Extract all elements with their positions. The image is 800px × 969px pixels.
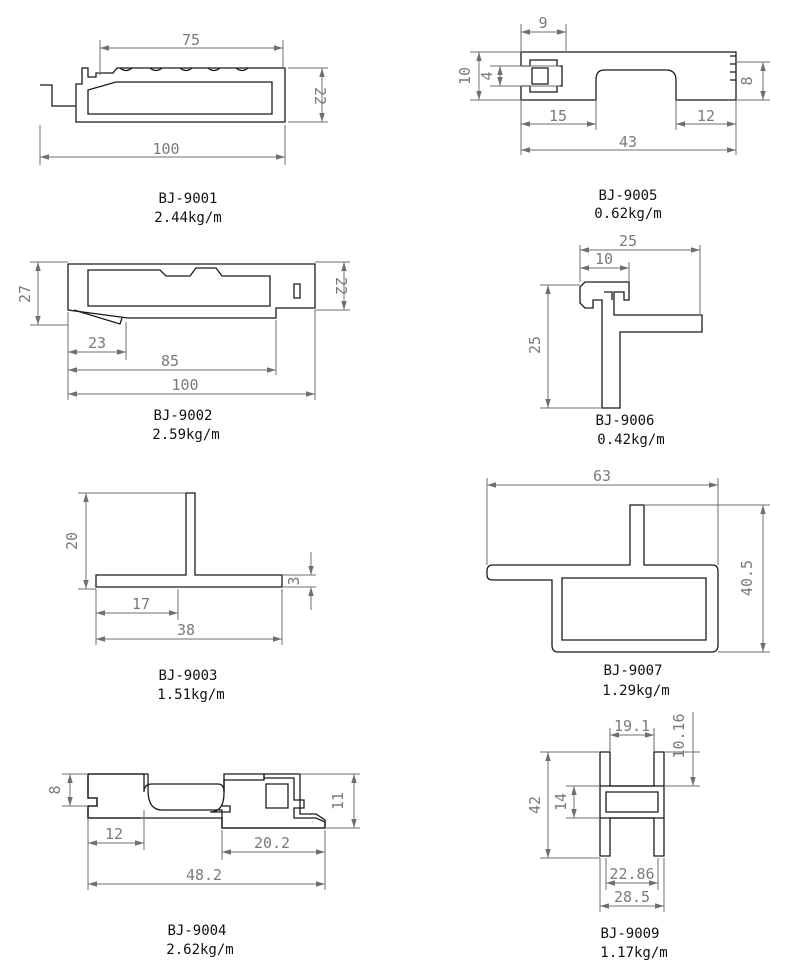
profile-code: BJ-9002 [153, 408, 212, 424]
dimension-label: 100 [152, 140, 179, 158]
profile-weight: 0.42kg/m [597, 432, 664, 448]
dimension-label: 22.86 [609, 865, 654, 883]
profile-bj-9001: 75 22 100 BJ-9001 2.44kg/m [39, 31, 329, 226]
dimension-label: 38 [177, 621, 195, 639]
profile-notches [730, 55, 736, 81]
profile-cavity [561, 577, 707, 641]
dimension-label: 9 [538, 14, 547, 32]
profile-weight: 1.29kg/m [602, 683, 669, 699]
profile-cavity [87, 81, 273, 115]
dimension-label: 40.5 [738, 560, 756, 596]
dimension-label: 19.1 [614, 717, 650, 735]
profile-top-ridges [119, 67, 249, 72]
dimension-label: 22 [311, 87, 329, 105]
dimension-label: 8 [738, 76, 756, 85]
dimension-label: 10.16 [670, 713, 688, 758]
profile-weight: 2.59kg/m [152, 427, 219, 443]
dimension-label: 85 [161, 352, 179, 370]
profile-outline [520, 51, 737, 101]
profile-bj-9009: 19.1 10.16 42 14 22.86 28.5 BJ-9009 1.17… [526, 712, 700, 961]
profile-weight: 1.17kg/m [600, 945, 667, 961]
dimension-label: 22 [332, 277, 350, 295]
profile-slot-detail [265, 783, 289, 809]
dimension-label: 3 [285, 576, 303, 585]
profile-code: BJ-9009 [600, 926, 659, 942]
profile-outline [87, 773, 326, 829]
dimension-label: 12 [697, 107, 715, 125]
profile-code: BJ-9007 [603, 663, 662, 679]
profile-bj-9006: 25 10 25 BJ-9006 0.42kg/m [526, 232, 703, 448]
dimension-label: 23 [88, 334, 106, 352]
dimension-label: 20 [63, 532, 81, 550]
dimension-label: 14 [552, 793, 570, 811]
profile-code: BJ-9005 [598, 188, 657, 204]
dimension-label: 4 [478, 71, 496, 80]
profile-right-lip [293, 283, 301, 299]
dimension-label: 25 [526, 336, 544, 354]
profile-outline [40, 67, 286, 123]
dimension-label: 28.5 [614, 888, 650, 906]
dimension-label: 12 [105, 825, 123, 843]
profile-bj-9002: 27 22 23 85 100 BJ-9002 2.59kg/m [16, 261, 350, 443]
profile-outline [67, 263, 316, 319]
dimension-label: 17 [132, 595, 150, 613]
profile-weight: 0.62kg/m [594, 206, 661, 222]
profile-outline [579, 281, 703, 409]
profile-bj-9007: 63 40.5 BJ-9007 1.29kg/m [486, 467, 770, 699]
dimension-label: 20.2 [254, 834, 290, 852]
profile-bottom-bevel [73, 309, 123, 325]
profile-code: BJ-9003 [158, 668, 217, 684]
profile-code: BJ-9001 [158, 191, 217, 207]
dimension-label: 25 [619, 232, 637, 250]
dimension-label: 42 [526, 796, 544, 814]
profile-hook-detail [604, 291, 613, 300]
dimension-label: 15 [549, 107, 567, 125]
dimension-label: 27 [16, 285, 34, 303]
dimension-label: 75 [182, 31, 200, 49]
profile-center-web [600, 785, 664, 819]
profile-bj-9004: 8 11 12 20.2 48.2 BJ-9004 2.62kg/m [46, 773, 360, 958]
profile-code: BJ-9004 [167, 923, 226, 939]
profile-bj-9003: 20 3 17 38 BJ-9003 1.51kg/m [63, 492, 316, 703]
dimension-label: 48.2 [186, 866, 222, 884]
profile-weight: 2.44kg/m [154, 210, 221, 226]
profile-cavity [87, 267, 271, 307]
profile-weight: 2.62kg/m [166, 942, 233, 958]
dimension-label: 63 [593, 467, 611, 485]
profile-outline [486, 504, 719, 653]
profile-outline [95, 492, 283, 588]
profile-slot-detail [531, 67, 549, 85]
dimension-label: 43 [619, 133, 637, 151]
profile-weight: 1.51kg/m [157, 687, 224, 703]
profile-code: BJ-9006 [595, 413, 654, 429]
dimension-label: 10 [595, 250, 613, 268]
dimension-label: 100 [171, 376, 198, 394]
dimension-label: 8 [46, 785, 64, 794]
dimension-label: 10 [456, 67, 474, 85]
profile-outline-main [87, 773, 326, 829]
profile-left-leg [599, 751, 665, 857]
dimension-label: 11 [329, 792, 347, 810]
profile-bj-9005: 9 10 4 8 15 12 43 BJ-9005 0.62kg/m [456, 14, 770, 222]
